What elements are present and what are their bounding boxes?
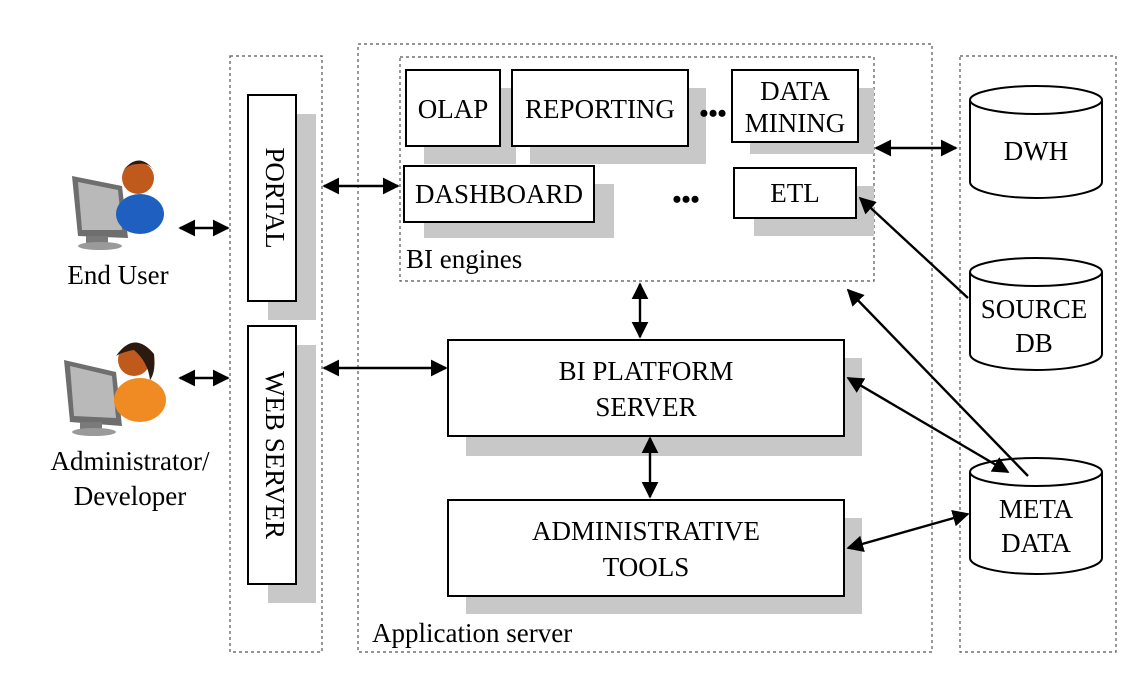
bi-platform-label-line1: BI PLATFORM [559,356,734,386]
olap-box [405,69,501,147]
application-server-container [357,43,933,653]
etl-label: ETL [770,178,819,208]
admin-label-line2: Developer [74,481,186,511]
web-server-label: WEB SERVER [260,371,290,539]
web-server-box [247,325,297,585]
arrow-sourcedb-etl [858,196,969,299]
data-sources-container [959,55,1117,653]
application-server-label: Application server [372,618,572,648]
data-mining-label-line2: MINING [745,108,846,138]
meta-data-database [969,457,1103,575]
engines-ellipsis-bottom: ••• [672,185,699,214]
dashboard-box [403,165,595,223]
reporting-box [511,69,689,147]
admin-tools-box [447,499,845,597]
source-db-label-line1: SOURCE [981,294,1088,324]
bi-platform-box [447,339,845,437]
reporting-label: REPORTING [525,94,675,124]
portal-label: PORTAL [260,147,290,248]
source-db-label-line2: DB [1015,328,1053,358]
etl-box [733,167,857,219]
data-mining-label-line1: DATA [760,76,830,106]
admin-tools-label-line2: TOOLS [603,552,690,582]
dwh-database [969,85,1103,199]
bi-platform-label-line2: SERVER [595,392,696,422]
portal-box [247,94,297,302]
meta-data-label-line2: DATA [1001,528,1071,558]
administrator-icon [64,342,166,436]
bi-engines-container [399,56,875,282]
admin-label-line1: Administrator/ [51,446,210,476]
olap-label: OLAP [418,94,489,124]
meta-data-label-line1: META [999,494,1074,524]
source-db-database [969,257,1103,371]
arrow-metadata-admintools [846,510,970,552]
admin-tools-label-line1: ADMINISTRATIVE [532,516,760,546]
bi-engines-label: BI engines [406,244,522,274]
dwh-label: DWH [1004,136,1068,166]
arrow-metadata-platform [846,376,1010,474]
end-user-icon [72,160,164,250]
end-user-label: End User [67,260,168,290]
frontend-container [229,55,323,653]
engines-ellipsis-top: ••• [699,99,726,128]
dashboard-label: DASHBOARD [415,179,583,209]
data-mining-box [731,69,859,143]
